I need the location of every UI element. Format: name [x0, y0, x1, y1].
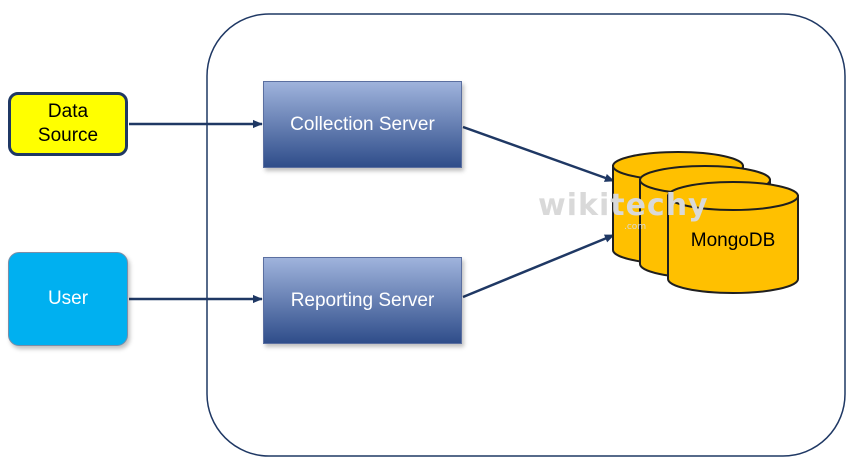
watermark-logo: wikitechy	[538, 188, 709, 223]
mongodb-label: MongoDB	[690, 230, 776, 251]
edge-collection-server-to-mongodb	[462, 125, 615, 183]
mongodb-database-stack	[612, 151, 799, 294]
database-cylinder-front	[667, 181, 799, 294]
edge-reporting-server-to-mongodb	[462, 233, 615, 299]
data-source-node: Data Source	[8, 92, 128, 156]
collection-server-node: Collection Server	[263, 81, 462, 168]
watermark-domain: .com	[624, 222, 647, 232]
user-node: User	[8, 252, 128, 346]
user-label: User	[47, 288, 89, 310]
collection-server-label: Collection Server	[290, 113, 435, 135]
reporting-server-label: Reporting Server	[290, 289, 435, 311]
data-source-label: Data Source	[37, 101, 99, 146]
reporting-server-node: Reporting Server	[263, 257, 462, 344]
